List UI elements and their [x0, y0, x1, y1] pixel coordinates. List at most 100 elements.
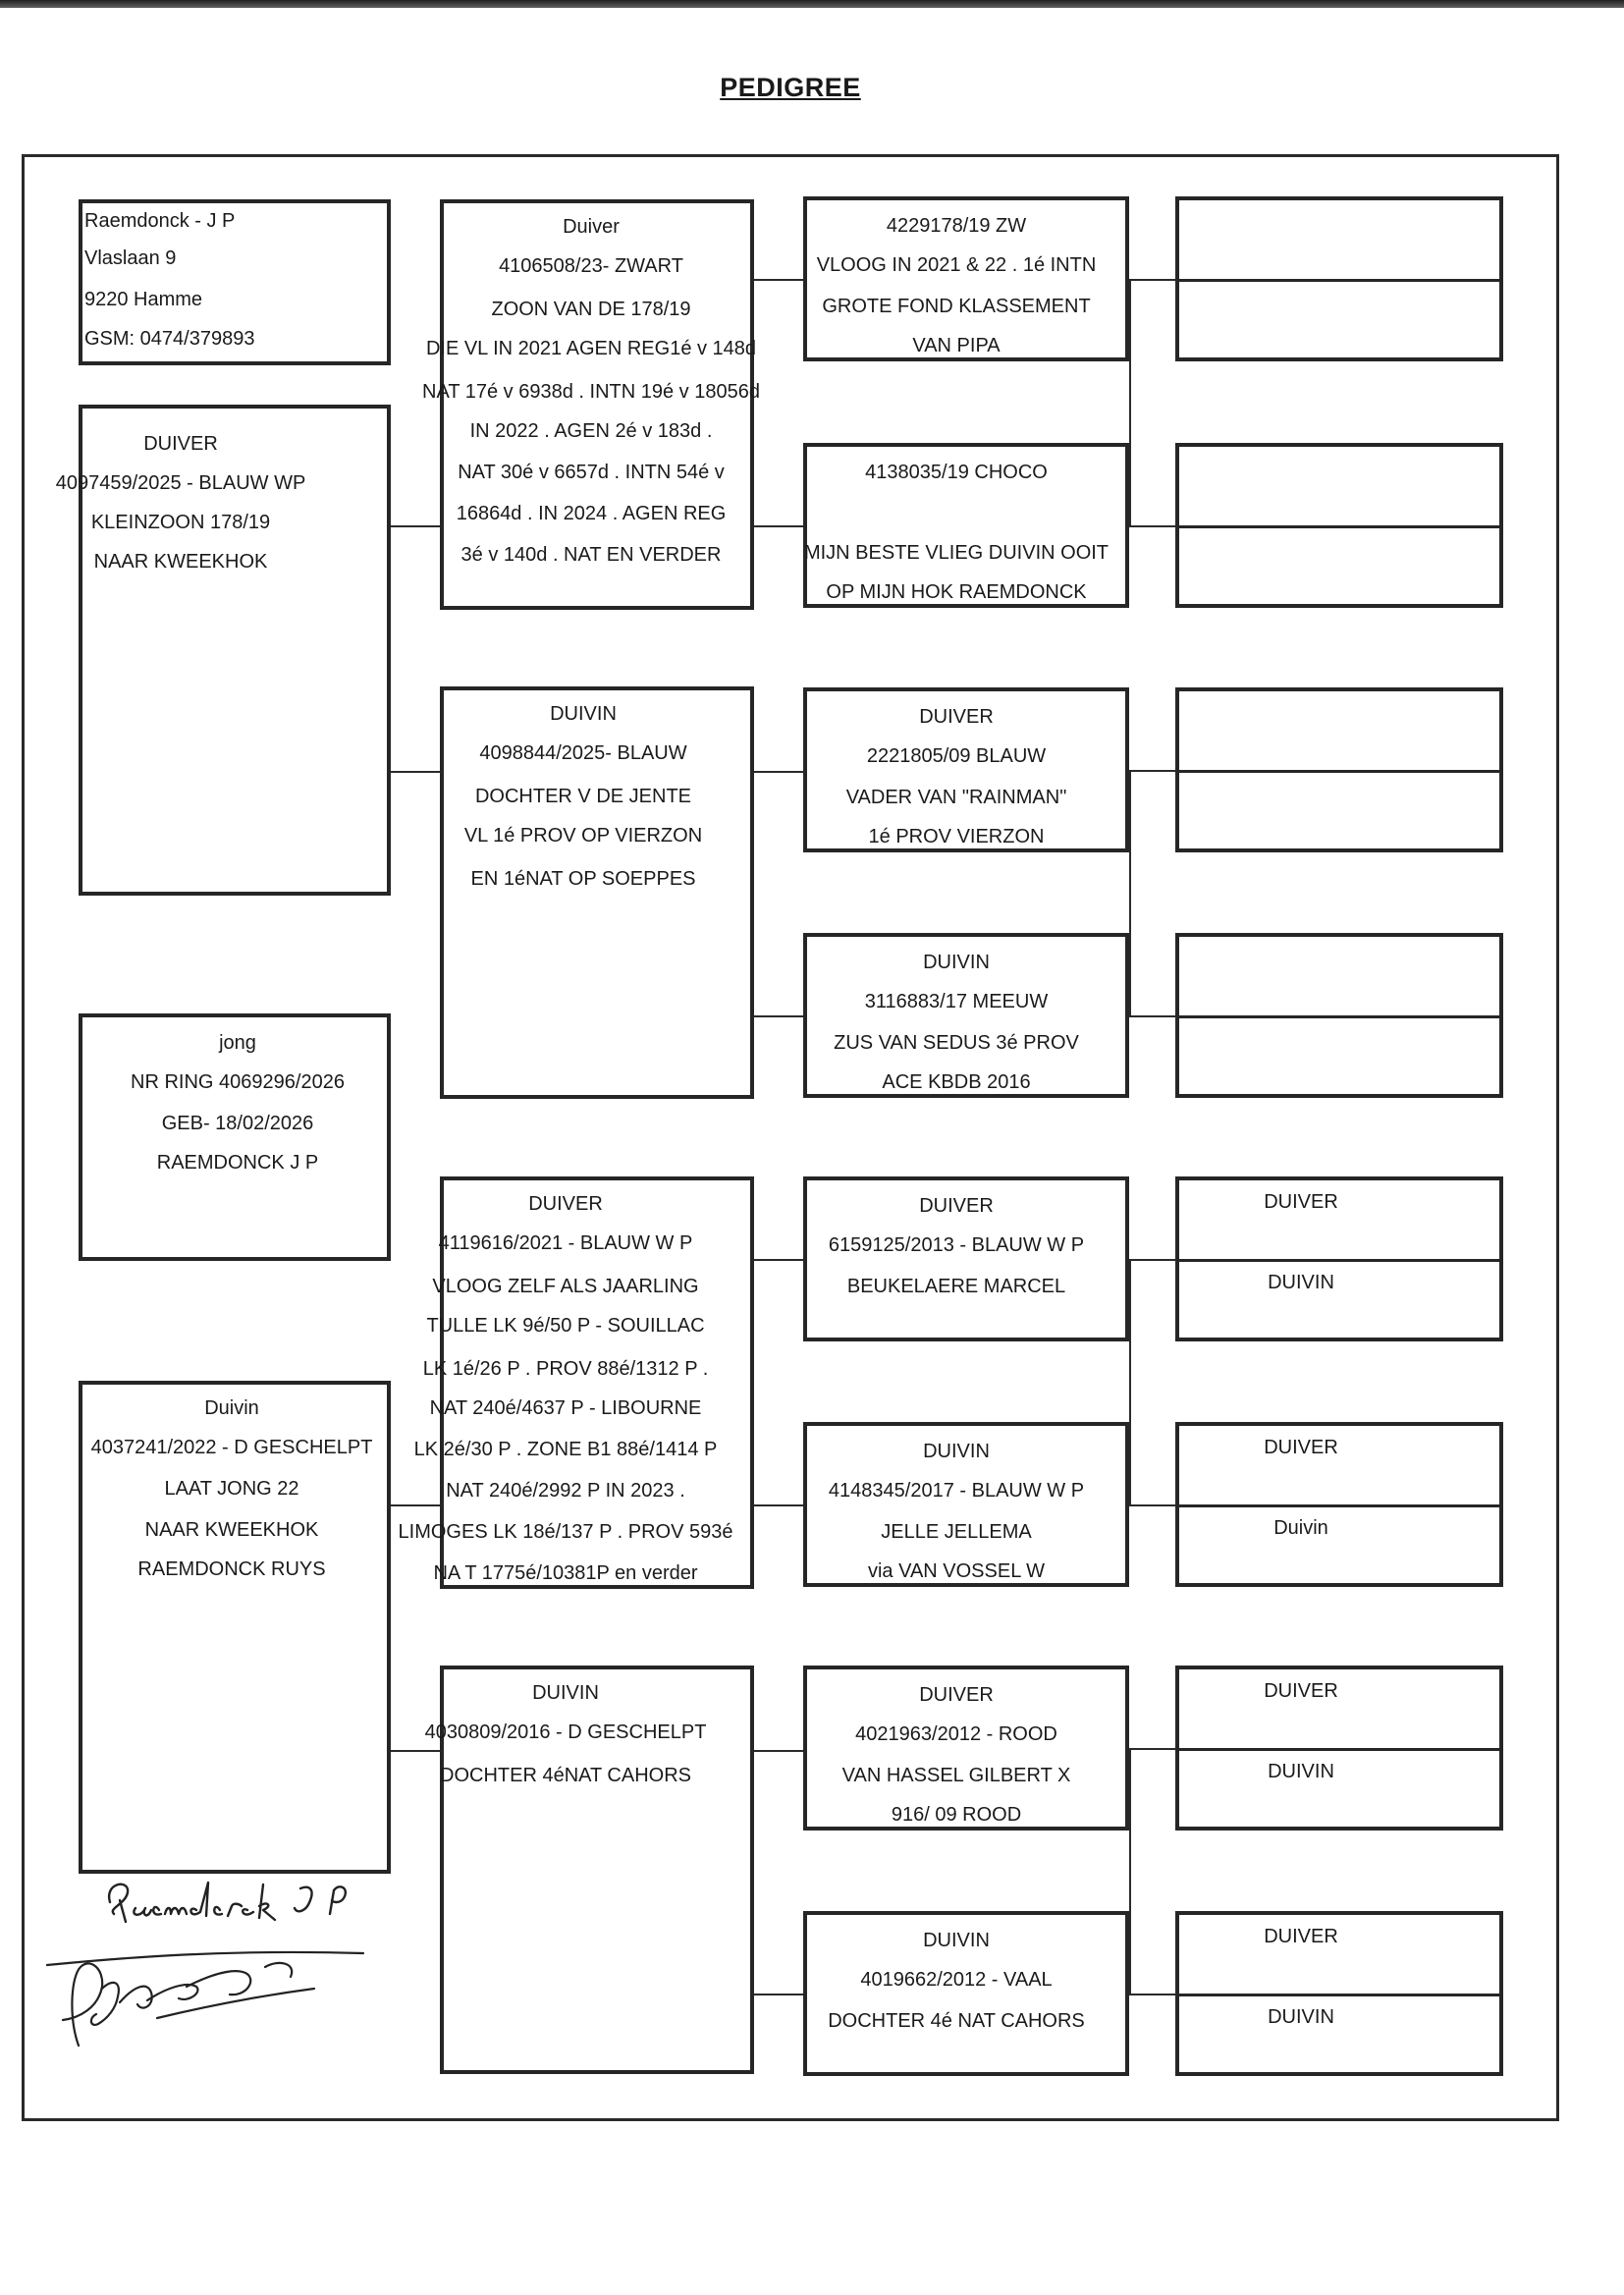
grandsire-2-line: OP MIJN HOK RAEMDONCK — [826, 581, 1087, 603]
grandsire-8-line: DOCHTER 4é NAT CAHORS — [828, 2010, 1085, 2032]
grandsire-2-line: 4138035/19 CHOCO — [865, 462, 1048, 483]
subject-line: DUIVER — [143, 433, 218, 455]
grandsire-6-line: via VAN VOSSEL W — [867, 1560, 1046, 1582]
connector-line — [1129, 279, 1131, 525]
scan-edge — [0, 0, 1624, 8]
sire-sire-line: Duiver — [563, 216, 620, 238]
sire-dam-box: DUIVIN 4098844/2025- BLAUW DOCHTER V DE JE… — [440, 686, 754, 1099]
pair-divider — [1179, 1748, 1499, 1751]
connector-line — [1129, 1750, 1131, 1994]
sire-dam-line: EN 1éNAT OP SOEPPES — [470, 868, 696, 890]
connector-line — [754, 1994, 803, 1995]
pair-dam-label: DUIVIN — [1268, 1761, 1334, 1782]
sire-dam-line: DOCHTER V DE JENTE — [474, 786, 692, 807]
grandsire-1-line: VAN PIPA — [912, 335, 1001, 356]
grandsire-4-line: DUIVIN — [923, 952, 990, 973]
grandsire-2-line: MIJN BESTE VLIEG DUIVIN OOIT — [803, 542, 1110, 564]
connector-line — [391, 1750, 440, 1752]
pair-dam-label: Duivin — [1273, 1517, 1328, 1539]
dam-line: LAAT JONG 22 — [164, 1478, 299, 1500]
grandsire-1-line: 4229178/19 ZW — [886, 215, 1027, 237]
connector-line — [391, 1504, 440, 1506]
sire-dam-line: 4098844/2025- BLAUW — [479, 742, 687, 764]
connector-line — [754, 1750, 803, 1752]
connector-line — [1129, 1259, 1175, 1261]
dam-sire-line: LIMOGES LK 18é/137 P . PROV 593é — [398, 1521, 733, 1543]
owner-line: Raemdonck - J P — [84, 210, 236, 232]
grandsire-4-line: 3116883/17 MEEUW — [864, 991, 1049, 1012]
subject-line: 4097459/2025 - BLAUW WP — [55, 472, 306, 494]
pair-divider — [1179, 770, 1499, 773]
subject-line: NAAR KWEEKHOK — [93, 551, 268, 573]
sire-dam-line: VL 1é PROV OP VIERZON — [463, 825, 703, 847]
dam-line: Duivin — [204, 1397, 259, 1419]
grandsire-1-line: VLOOG IN 2021 & 22 . 1é INTN — [816, 254, 1097, 276]
connector-line — [391, 525, 440, 527]
great-grandparent-pair-1 — [1175, 196, 1503, 361]
grandsire-4-box: DUIVIN 3116883/17 MEEUW ZUS VAN SEDUS 3é P… — [803, 933, 1129, 1098]
dam-line: NAAR KWEEKHOK — [144, 1519, 319, 1541]
handwritten-signature — [45, 1881, 365, 2048]
young-bird-line: GEB- 18/02/2026 — [161, 1113, 314, 1134]
connector-line — [391, 771, 440, 773]
connector-line — [1129, 279, 1175, 281]
sire-sire-line: DIE VL IN 2021 AGEN REG1é v 148d — [425, 338, 757, 359]
connector-line — [1129, 525, 1175, 527]
grandsire-3-line: 1é PROV VIERZON — [868, 826, 1045, 847]
grandsire-3-line: 2221805/09 BLAUW — [866, 745, 1047, 767]
great-grandparent-pair-2 — [1175, 443, 1503, 608]
grandsire-5-line: 6159125/2013 - BLAUW W P — [828, 1234, 1085, 1256]
dam-sire-line: VLOOG ZELF ALS JAARLING — [432, 1276, 699, 1297]
connector-line — [1129, 770, 1175, 772]
owner-line: Vlaslaan 9 — [84, 247, 177, 269]
connector-line — [754, 1015, 803, 1017]
young-bird-line: NR RING 4069296/2026 — [131, 1071, 345, 1093]
grandsire-1-box: 4229178/19 ZW VLOOG IN 2021 & 22 . 1é INT… — [803, 196, 1129, 361]
dam-sire-line: NAT 240é/2992 P IN 2023 . — [446, 1480, 685, 1502]
sire-sire-line: IN 2022 . AGEN 2é v 183d . — [469, 420, 713, 442]
page-title: PEDIGREE — [720, 73, 861, 102]
dam-sire-line: NA T 1775é/10381P en verder — [433, 1562, 698, 1584]
owner-line: GSM: 0474/379893 — [84, 328, 255, 350]
grandsire-1-line: GROTE FOND KLASSEMENT — [822, 296, 1091, 317]
pair-divider — [1179, 1994, 1499, 1996]
grandsire-7-line: 916/ 09 ROOD — [891, 1804, 1022, 1826]
dam-sire-line: DUIVER — [528, 1193, 603, 1215]
pedigree-frame — [22, 154, 1559, 2121]
pair-divider — [1179, 1504, 1499, 1507]
dam-dam-line: DOCHTER 4éNAT CAHORS — [440, 1765, 691, 1786]
great-grandparent-pair-6: DUIVER Duivin — [1175, 1422, 1503, 1587]
connector-line — [754, 1259, 803, 1261]
grandsire-2-box: 4138035/19 CHOCO MIJN BESTE VLIEG DUIVIN … — [803, 443, 1129, 608]
dam-sire-line: LK 1é/26 P . PROV 88é/1312 P . — [422, 1358, 709, 1380]
dam-sire-line: TULLE LK 9é/50 P - SOUILLAC — [426, 1315, 705, 1337]
grandsire-7-line: VAN HASSEL GILBERT X — [841, 1765, 1071, 1786]
pair-divider — [1179, 1259, 1499, 1262]
grandsire-4-line: ZUS VAN SEDUS 3é PROV — [834, 1032, 1079, 1054]
pair-dam-label: DUIVIN — [1268, 2006, 1334, 2028]
pair-divider — [1179, 525, 1499, 528]
dam-sire-line: LK 2é/30 P . ZONE B1 88é/1414 P — [413, 1439, 718, 1460]
connector-line — [1129, 1259, 1131, 1504]
sire-dam-line: DUIVIN — [550, 703, 617, 725]
pair-dam-label: DUIVIN — [1268, 1272, 1334, 1293]
sire-sire-line: 3é v 140d . NAT EN VERDER — [460, 544, 722, 566]
pair-sire-label: DUIVER — [1264, 1437, 1338, 1458]
pair-sire-label: DUIVER — [1264, 1926, 1338, 1947]
connector-line — [1129, 771, 1131, 1015]
great-grandparent-pair-8: DUIVER DUIVIN — [1175, 1911, 1503, 2076]
young-bird-line: RAEMDONCK J P — [156, 1152, 319, 1174]
pair-divider — [1179, 1015, 1499, 1018]
connector-line — [1129, 1994, 1175, 1995]
dam-line: 4037241/2022 - D GESCHELPT — [90, 1437, 373, 1458]
connector-line — [1129, 1504, 1175, 1506]
sire-sire-line: NAT 30é v 6657d . INTN 54é v — [458, 462, 725, 483]
owner-line: 9220 Hamme — [84, 289, 203, 310]
